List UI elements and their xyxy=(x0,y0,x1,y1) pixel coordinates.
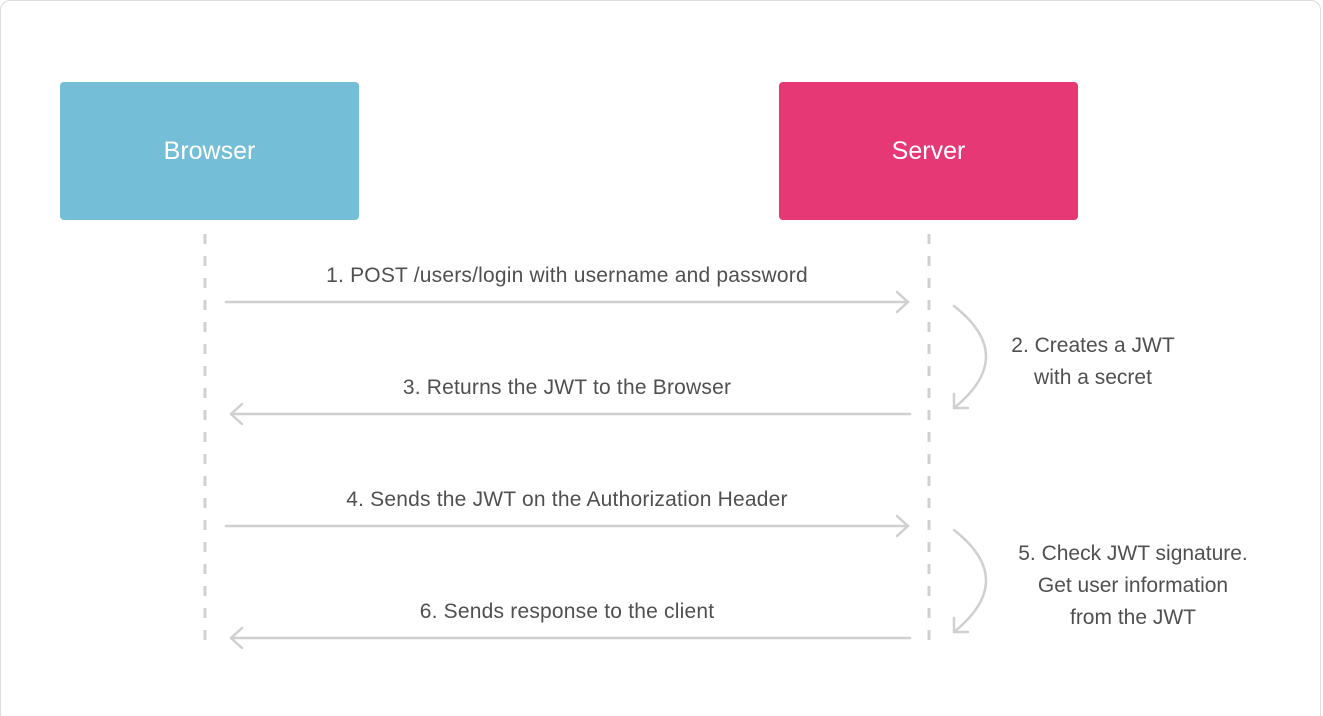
note-1-line-1: 2. Creates a JWT xyxy=(1011,334,1175,357)
message-1-label: 1. POST /users/login with username and p… xyxy=(326,264,808,287)
self-call-1-arrow xyxy=(952,304,988,410)
message-4-arrow xyxy=(224,514,910,538)
note-2-line-3: from the JWT xyxy=(1069,606,1196,629)
message-1-arrow xyxy=(224,290,910,314)
message-3-label: 3. Returns the JWT to the Browser xyxy=(402,376,732,399)
message-6-arrow xyxy=(229,626,912,650)
note-create-jwt: 2. Creates a JWT with a secret xyxy=(993,330,1193,394)
self-call-2-arrow xyxy=(952,528,988,634)
note-2-line-2: Get user information xyxy=(1037,574,1229,597)
note-2-line-1: 5. Check JWT signature. xyxy=(1018,542,1248,565)
message-4-label: 4. Sends the JWT on the Authorization He… xyxy=(346,488,788,511)
message-6-label: 6. Sends response to the client xyxy=(419,600,715,623)
server-actor-label: Server xyxy=(891,136,966,165)
server-actor: Server xyxy=(779,82,1078,220)
browser-actor: Browser xyxy=(60,82,359,220)
message-3-arrow xyxy=(229,402,912,426)
note-1-line-2: with a secret xyxy=(1034,366,1152,389)
browser-actor-label: Browser xyxy=(163,136,256,165)
note-check-jwt: 5. Check JWT signature. Get user informa… xyxy=(998,538,1268,634)
